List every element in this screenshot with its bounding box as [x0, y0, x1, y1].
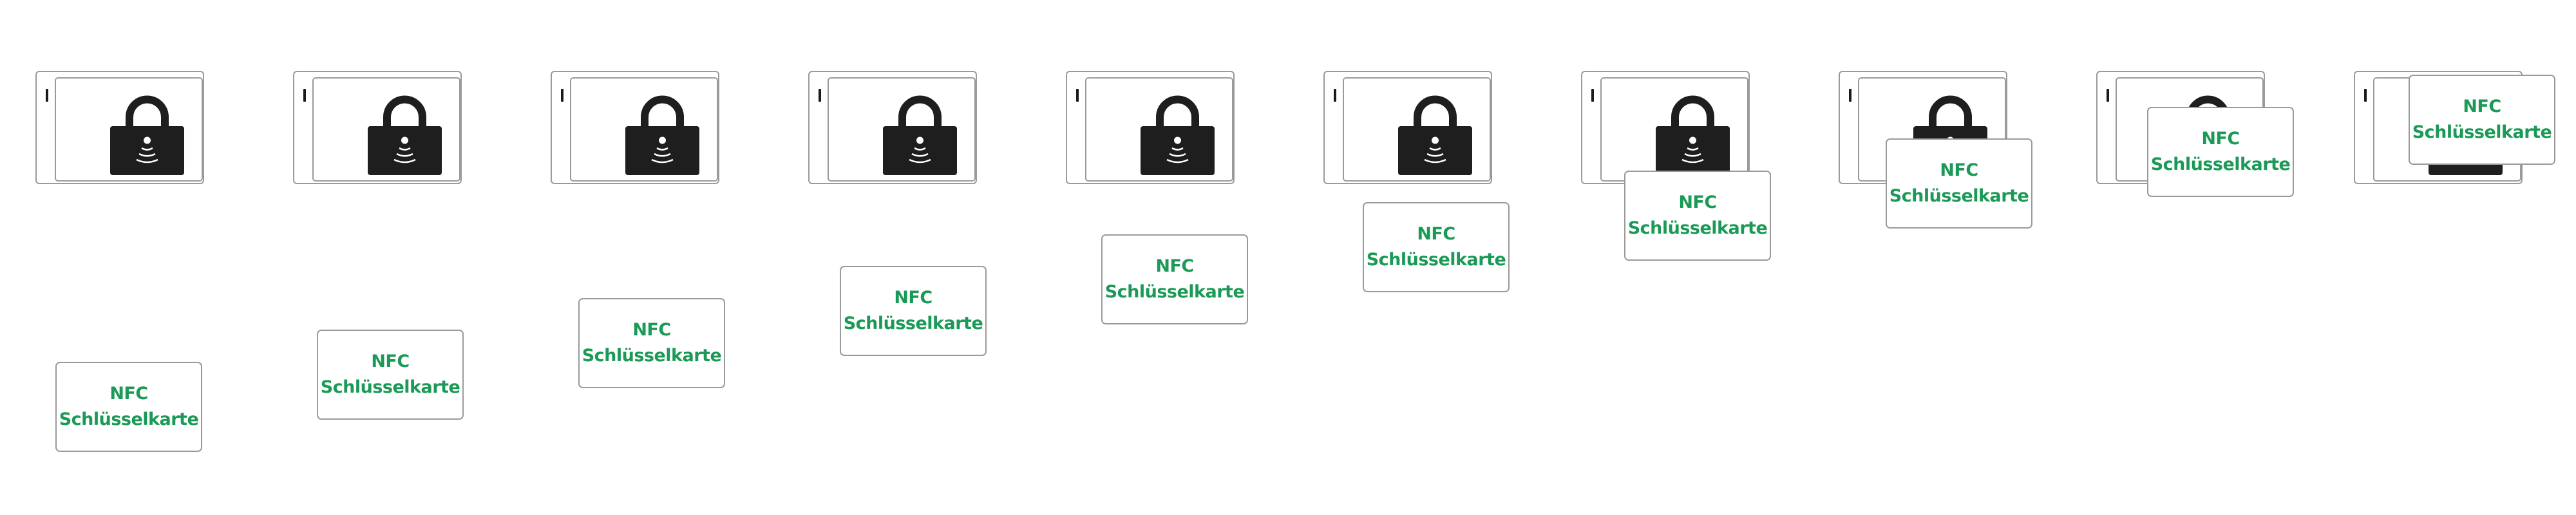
- reader-housing: [1323, 71, 1492, 184]
- padlock-nfc-icon: [883, 95, 957, 175]
- led-indicator-icon: [1849, 89, 1852, 102]
- card-label-nfc: NFC: [2463, 97, 2501, 117]
- card-label-nfc: NFC: [894, 288, 933, 308]
- card-label-nfc: NFC: [1417, 224, 1455, 244]
- led-indicator-icon: [561, 89, 564, 102]
- reader-panel: [55, 77, 203, 182]
- card-label-nfc: NFC: [1155, 256, 1194, 276]
- animation-frame-3: NFC Schlüsselkarte: [515, 0, 773, 515]
- card-label-schluesselkarte: Schlüsselkarte: [2150, 154, 2291, 174]
- padlock-nfc-icon: [1398, 95, 1472, 175]
- padlock-nfc-icon: [625, 95, 699, 175]
- nfc-key-card: NFC Schlüsselkarte: [55, 362, 202, 452]
- nfc-reader: [1581, 71, 1750, 184]
- animation-frame-6: NFC Schlüsselkarte: [1288, 0, 1546, 515]
- animation-frame-5: NFC Schlüsselkarte: [1030, 0, 1288, 515]
- card-label-nfc: NFC: [109, 384, 148, 404]
- nfc-key-card: NFC Schlüsselkarte: [1101, 234, 1248, 324]
- card-label-nfc: NFC: [1940, 160, 1978, 180]
- led-indicator-icon: [1591, 89, 1594, 102]
- padlock-nfc-icon: [110, 95, 184, 175]
- nfc-key-card: NFC Schlüsselkarte: [1363, 202, 1510, 292]
- padlock-nfc-icon: [1656, 95, 1730, 175]
- card-label-schluesselkarte: Schlüsselkarte: [582, 346, 722, 366]
- led-indicator-icon: [819, 89, 821, 102]
- reader-panel: [312, 77, 460, 182]
- animation-frame-1: NFC Schlüsselkarte: [0, 0, 258, 515]
- nfc-reader: [551, 71, 719, 184]
- card-label-schluesselkarte: Schlüsselkarte: [320, 377, 460, 397]
- card-label-schluesselkarte: Schlüsselkarte: [843, 314, 983, 333]
- nfc-key-card: NFC Schlüsselkarte: [2409, 75, 2555, 165]
- nfc-key-card: NFC Schlüsselkarte: [2147, 107, 2294, 197]
- reader-housing: [35, 71, 204, 184]
- animation-frame-8: NFC Schlüsselkarte: [1803, 0, 2061, 515]
- reader-housing: [551, 71, 719, 184]
- reader-housing: [1581, 71, 1750, 184]
- nfc-key-card: NFC Schlüsselkarte: [578, 298, 725, 388]
- nfc-key-card: NFC Schlüsselkarte: [317, 330, 464, 420]
- card-label-nfc: NFC: [632, 320, 671, 340]
- animation-frame-4: NFC Schlüsselkarte: [773, 0, 1030, 515]
- card-label-schluesselkarte: Schlüsselkarte: [1366, 250, 1506, 270]
- nfc-reader: [1323, 71, 1492, 184]
- card-label-nfc: NFC: [371, 351, 410, 371]
- nfc-reader: [808, 71, 977, 184]
- nfc-reader: [1066, 71, 1235, 184]
- reader-panel: [1343, 77, 1491, 182]
- reader-housing: [808, 71, 977, 184]
- reader-panel: [1600, 77, 1748, 182]
- card-label-schluesselkarte: Schlüsselkarte: [59, 409, 199, 429]
- led-indicator-icon: [2107, 89, 2109, 102]
- led-indicator-icon: [2364, 89, 2367, 102]
- animation-frame-7: NFC Schlüsselkarte: [1546, 0, 1803, 515]
- nfc-reader: [35, 71, 204, 184]
- nfc-key-card: NFC Schlüsselkarte: [840, 266, 987, 356]
- nfc-key-card: NFC Schlüsselkarte: [1886, 138, 2032, 229]
- padlock-nfc-icon: [368, 95, 442, 175]
- led-indicator-icon: [46, 89, 48, 102]
- animation-frame-2: NFC Schlüsselkarte: [258, 0, 515, 515]
- card-label-nfc: NFC: [1678, 192, 1717, 212]
- card-label-schluesselkarte: Schlüsselkarte: [1627, 218, 1768, 238]
- led-indicator-icon: [1334, 89, 1336, 102]
- reader-panel: [570, 77, 718, 182]
- led-indicator-icon: [1076, 89, 1079, 102]
- card-label-schluesselkarte: Schlüsselkarte: [2412, 122, 2552, 142]
- card-label-schluesselkarte: Schlüsselkarte: [1104, 282, 1245, 302]
- reader-housing: [1066, 71, 1235, 184]
- nfc-key-card: NFC Schlüsselkarte: [1624, 171, 1771, 261]
- card-label-schluesselkarte: Schlüsselkarte: [1889, 186, 2029, 206]
- reader-housing: [293, 71, 462, 184]
- reader-panel: [828, 77, 976, 182]
- nfc-reader: [293, 71, 462, 184]
- card-label-nfc: NFC: [2201, 129, 2240, 149]
- led-indicator-icon: [303, 89, 306, 102]
- animation-frame-9: NFC Schlüsselkarte: [2061, 0, 2318, 515]
- animation-frame-10: NFC Schlüsselkarte: [2318, 0, 2576, 515]
- reader-panel: [1085, 77, 1233, 182]
- padlock-nfc-icon: [1141, 95, 1215, 175]
